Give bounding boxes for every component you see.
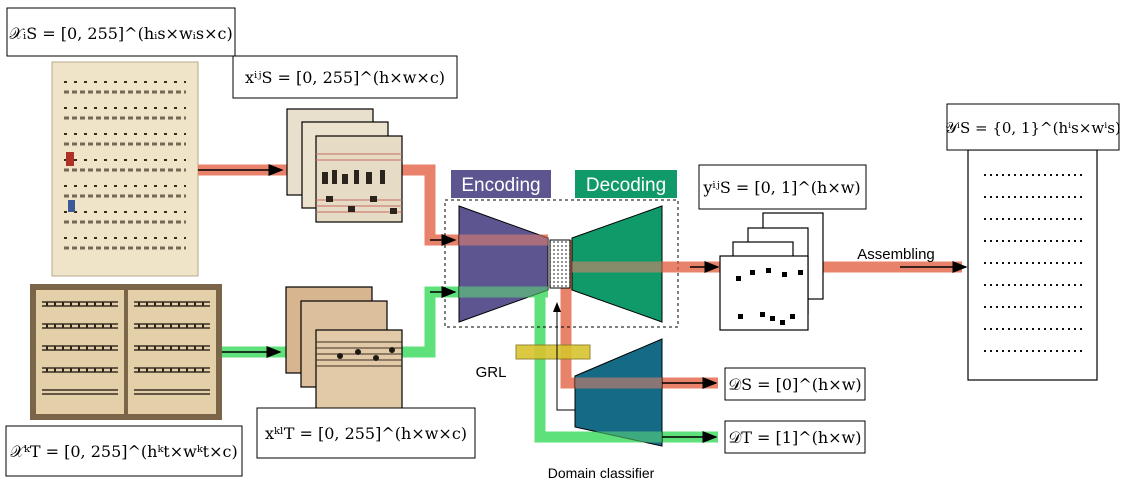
assembling-label: Assembling (857, 246, 935, 263)
decoding-label-bg (575, 170, 677, 198)
flow-arrows (198, 164, 968, 443)
domain-target-label: 𝒟T = [1]^(h×w) (729, 428, 862, 447)
grl-feedback-arrow (553, 302, 576, 411)
target-patch-box (256, 407, 476, 459)
source-patch-box (232, 55, 458, 99)
encoding-label-bg (451, 170, 551, 198)
assembled-output-box (946, 103, 1120, 151)
output-patch-stack (719, 212, 824, 331)
source-manuscript-image (51, 61, 199, 277)
decoding-label: Decoding (586, 175, 666, 196)
target-full-set-label: 𝒳ᵏT = [0, 255]^(hᵏt×wᵏt×c) (10, 442, 237, 461)
latent-bottleneck (549, 239, 571, 289)
domain-source-box (724, 367, 866, 401)
grl-block (515, 344, 591, 360)
domain-source-label: 𝒟S = [0]^(h×w) (728, 375, 861, 394)
source-full-set-label: 𝒳ᵢS = [0, 255]^(hᵢs×wᵢs×c) (9, 24, 232, 43)
source-patch-label: xⁱʲS = [0, 255]^(h×w×c) (245, 68, 445, 87)
label-boxes: 𝒳ᵢS = [0, 255]^(hᵢs×wᵢs×c) xⁱʲS = [0, 25… (5, 7, 1121, 477)
target-score-image (30, 284, 222, 420)
domain-classifier-label: Domain classifier (548, 465, 655, 481)
assembled-output-label: 𝒴ⁱS = {0, 1}^(hⁱs×wⁱs) (945, 119, 1121, 137)
source-full-set-box (6, 7, 236, 57)
assembled-output-page (967, 149, 1098, 381)
target-patch-label: xᵏˡT = [0, 255]^(h×w×c) (265, 424, 467, 443)
patch-output-label: yⁱʲS = [0, 1]^(h×w) (702, 178, 860, 197)
grl-label: GRL (476, 364, 507, 381)
encoding-label: Encoding (461, 175, 540, 196)
patch-output-box (698, 164, 867, 210)
source-patch-stack (286, 108, 403, 223)
target-full-set-box (5, 425, 243, 477)
target-patch-stack (285, 286, 403, 417)
domain-target-box (724, 420, 866, 454)
